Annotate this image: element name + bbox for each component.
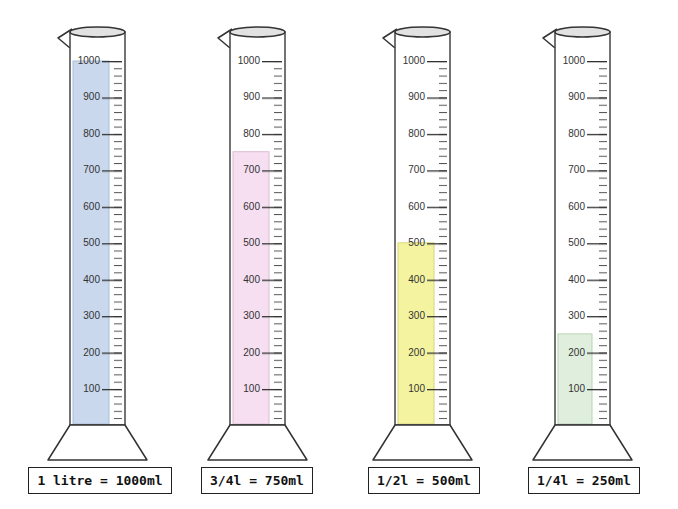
caption-text: 1/2l = 500ml	[377, 473, 471, 488]
measuring-cylinder	[533, 27, 632, 460]
caption-box: 3/4l = 750ml	[201, 467, 313, 494]
scale-number: 600	[243, 201, 260, 213]
scale-number: 500	[408, 237, 425, 249]
scale-number: 1000	[238, 55, 260, 67]
scale-number: 100	[83, 383, 100, 395]
scale-number: 300	[568, 310, 585, 322]
scale-number: 700	[408, 164, 425, 176]
scale-number: 300	[243, 310, 260, 322]
measuring-cylinder	[208, 27, 307, 460]
scale-number: 1000	[78, 55, 100, 67]
scale-number: 600	[568, 201, 585, 213]
scale-number: 200	[243, 347, 260, 359]
scale-number: 1000	[403, 55, 425, 67]
scale-number: 900	[408, 91, 425, 103]
caption-text: 3/4l = 750ml	[210, 473, 304, 488]
measuring-cylinder	[48, 27, 147, 460]
scale-number: 700	[83, 164, 100, 176]
scale-number: 700	[243, 164, 260, 176]
scale-number: 300	[83, 310, 100, 322]
scale-number: 500	[83, 237, 100, 249]
scale-number: 200	[408, 347, 425, 359]
scale-number: 400	[408, 274, 425, 286]
caption-box: 1 litre = 1000ml	[28, 467, 172, 494]
caption-text: 1/4l = 250ml	[537, 473, 631, 488]
caption-text: 1 litre = 1000ml	[37, 473, 162, 488]
scale-number: 100	[408, 383, 425, 395]
scale-number: 500	[243, 237, 260, 249]
measuring-cylinder	[373, 27, 472, 460]
scale-number: 500	[568, 237, 585, 249]
scale-number: 200	[568, 347, 585, 359]
scale-number: 200	[83, 347, 100, 359]
scale-number: 900	[83, 91, 100, 103]
green-liquid	[558, 334, 592, 424]
scale-number: 800	[408, 128, 425, 140]
scale-number: 900	[568, 91, 585, 103]
scale-number: 400	[568, 274, 585, 286]
scale-number: 100	[568, 383, 585, 395]
scale-number: 900	[243, 91, 260, 103]
scale-number: 800	[83, 128, 100, 140]
scale-number: 700	[568, 164, 585, 176]
scale-number: 800	[568, 128, 585, 140]
scale-number: 300	[408, 310, 425, 322]
scale-number: 600	[408, 201, 425, 213]
scale-number: 400	[243, 274, 260, 286]
scale-number: 400	[83, 274, 100, 286]
caption-box: 1/4l = 250ml	[528, 467, 640, 494]
scale-number: 100	[243, 383, 260, 395]
caption-box: 1/2l = 500ml	[368, 467, 480, 494]
scale-number: 600	[83, 201, 100, 213]
scale-number: 800	[243, 128, 260, 140]
scale-number: 1000	[563, 55, 585, 67]
